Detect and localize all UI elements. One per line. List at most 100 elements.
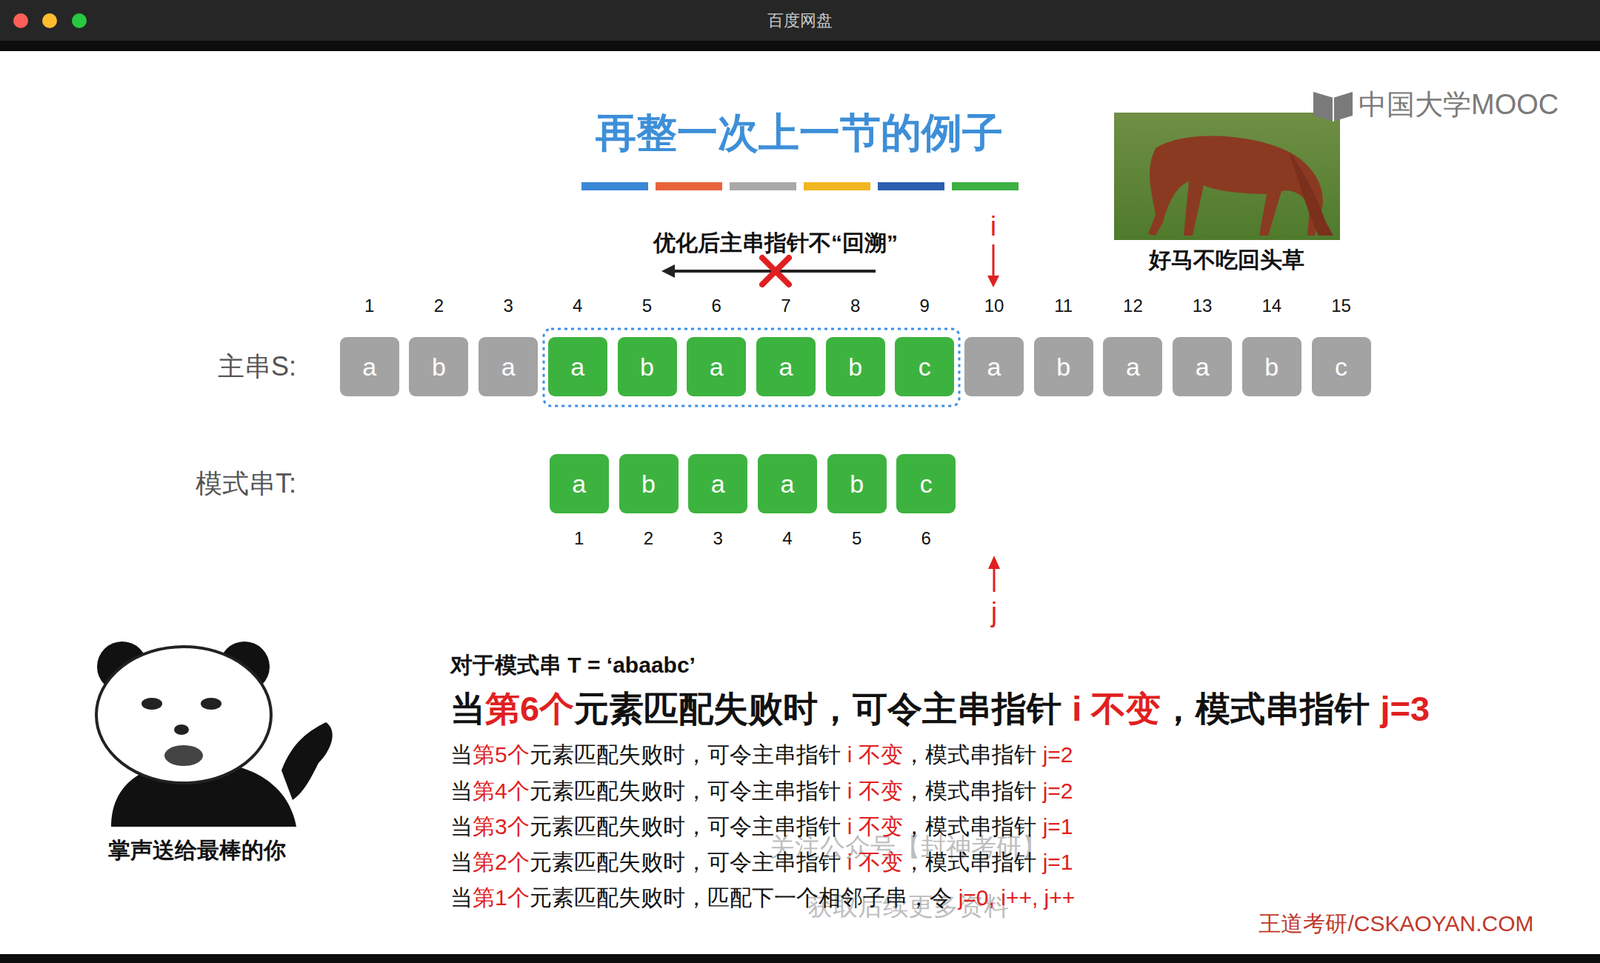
- highlight-text: j=1: [1042, 813, 1074, 840]
- arrow-head: [987, 275, 1000, 288]
- bottom-bar: [0, 954, 1600, 963]
- char-text: a: [709, 354, 724, 380]
- j-pointer-arrow: [988, 555, 1000, 592]
- highlight-text: j=0, i++, j++: [958, 884, 1076, 912]
- index-number: 2: [434, 295, 444, 318]
- main-char-box: b: [408, 337, 469, 397]
- title-bar: [0, 0, 1600, 41]
- main-char-box: b: [1242, 337, 1302, 397]
- char-text: b: [848, 354, 863, 380]
- panda-eye: [200, 697, 222, 710]
- picture-caption: 好马不吃回头草: [1148, 246, 1305, 274]
- rule-line: 当第2个元素匹配失败时，可令主串指针i 不变，模式串指针j=1: [450, 848, 1074, 876]
- index-number: 7: [780, 295, 791, 318]
- cross-mark: [762, 257, 789, 285]
- panda-head: [96, 646, 272, 783]
- char-text: a: [987, 354, 1002, 380]
- index-number: 14: [1261, 295, 1282, 318]
- rule-line: 当第6个元素匹配失败时，可令主串指针i 不变，模式串指针j=3: [450, 688, 1430, 730]
- color-bar: [581, 182, 1019, 191]
- char-text: a: [501, 354, 516, 380]
- index-number: 13: [1192, 295, 1213, 318]
- char-text: a: [1125, 354, 1140, 380]
- slide-title: 再整一次上一节的例子: [595, 108, 1003, 158]
- rule-text: 元素匹配失败时，匹配下一个相邻子串，令: [529, 884, 952, 912]
- index-number: 15: [1331, 295, 1352, 318]
- char-text: a: [571, 471, 586, 497]
- arrow-line: [993, 565, 996, 592]
- main-char-box: b: [825, 337, 886, 397]
- index-number: 2: [643, 528, 654, 550]
- index-number: 4: [782, 528, 792, 550]
- highlight-text: i 不变: [1071, 688, 1161, 730]
- highlight-text: 第1个: [472, 884, 530, 912]
- highlight-text: i 不变: [847, 741, 903, 769]
- char-text: a: [570, 354, 585, 380]
- highlight-text: i 不变: [847, 813, 903, 840]
- main-char-box: a: [756, 337, 816, 397]
- highlight-text: j=1: [1042, 848, 1074, 876]
- rule-text: 元素匹配失败时，可令主串指针: [529, 848, 841, 876]
- minimize-button: [42, 13, 58, 29]
- panda-nose: [174, 724, 189, 735]
- char-text: b: [849, 471, 864, 497]
- highlight-text: j=2: [1042, 777, 1074, 805]
- main-char-box: c: [894, 337, 955, 397]
- match-window: [543, 328, 960, 406]
- panda-meme: [96, 641, 333, 827]
- char-text: b: [1264, 354, 1279, 380]
- index-number: 3: [502, 295, 513, 318]
- arrow-head: [661, 264, 675, 278]
- char-text: c: [918, 354, 932, 380]
- main-char-box: a: [1102, 337, 1163, 397]
- index-number: 12: [1122, 295, 1143, 318]
- bar-segment: [655, 182, 723, 191]
- index-number: 11: [1054, 295, 1073, 318]
- pattern-char-box: a: [688, 454, 748, 514]
- index-number: 5: [642, 295, 652, 318]
- cross-stroke: [762, 257, 789, 285]
- logo-text: 中国大学MOOC: [1358, 88, 1559, 123]
- main-char-box: a: [548, 337, 608, 397]
- rule-text: 元素匹配失败时，可令主串指针: [529, 813, 841, 840]
- char-text: a: [362, 354, 377, 380]
- rule-text: 当: [450, 884, 473, 912]
- char-text: b: [641, 471, 656, 497]
- rule-line: 当第5个元素匹配失败时，可令主串指针i 不变，模式串指针j=2: [450, 741, 1074, 769]
- highlight-text: 第4个: [472, 777, 530, 805]
- highlight-text: j=2: [1042, 741, 1074, 769]
- arrow-line: [992, 244, 995, 279]
- rule-line: 当第1个元素匹配失败时，匹配下一个相邻子串，令j=0, i++, j++: [450, 884, 1075, 912]
- index-number: 1: [364, 295, 375, 318]
- main-char-box: c: [1311, 337, 1372, 397]
- char-text: c: [920, 471, 933, 497]
- logo-spine: [1332, 97, 1335, 122]
- rule-line: 当第4个元素匹配失败时，可令主串指针i 不变，模式串指针j=2: [450, 777, 1074, 805]
- main-char-box: b: [617, 337, 678, 397]
- rule-text: ，模式串指针: [902, 741, 1037, 769]
- main-char-box: a: [1172, 337, 1232, 397]
- pattern-char-box: b: [827, 454, 887, 514]
- rule-text: 当: [450, 688, 486, 730]
- cross-stroke: [762, 257, 789, 285]
- panda-eye: [141, 697, 163, 710]
- horse-body: [1148, 136, 1323, 236]
- bar-segment: [803, 182, 871, 191]
- highlight-text: 第6个: [485, 688, 575, 730]
- rule-text: ，模式串指针: [1160, 688, 1370, 730]
- rule-text: 当: [450, 813, 473, 840]
- pattern-char-box: b: [619, 454, 679, 514]
- arrow-head: [988, 555, 1000, 569]
- grass-ground: [1114, 112, 1340, 240]
- rule-text: 元素匹配失败时，可令主串指针: [529, 777, 841, 805]
- brand-text: 王道考研/CSKAOYAN.COM: [1258, 910, 1534, 938]
- rule-line: 当第3个元素匹配失败时，可令主串指针i 不变，模式串指针j=1: [450, 813, 1074, 840]
- mooc-logo-icon: [1313, 91, 1353, 122]
- char-text: a: [711, 471, 726, 497]
- pointer-label: i: [990, 210, 997, 243]
- row-label: 模式串T:: [195, 467, 297, 500]
- pattern-char-box: a: [549, 454, 609, 514]
- intro-text: 对于模式串 T = ‘abaabc’: [450, 651, 696, 679]
- rule-text: 当: [450, 777, 473, 805]
- rule-text: 当: [450, 741, 473, 769]
